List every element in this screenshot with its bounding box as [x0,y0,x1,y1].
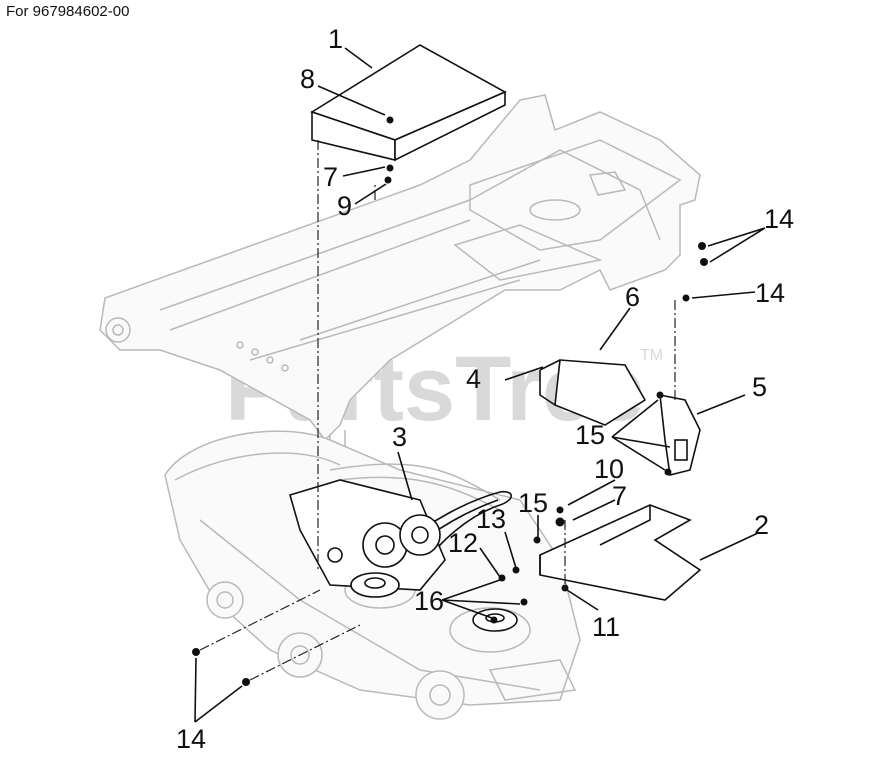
callout-7b: 7 [612,481,627,511]
callout-8: 8 [300,64,315,94]
callout-9: 9 [337,191,352,221]
callout-12: 12 [448,528,478,558]
callout-4: 4 [466,364,481,394]
callout-10: 10 [594,454,624,484]
callout-14c: 14 [176,724,206,754]
callout-15b: 15 [518,488,548,518]
callout-11: 11 [592,612,620,642]
callout-16: 16 [414,586,444,616]
callout-15a: 15 [575,420,605,450]
belt [394,490,513,571]
assembly-lines [199,140,676,681]
part-3-bracket [289,479,446,591]
callout-7a: 7 [323,162,338,192]
part-6-shield [539,359,647,426]
callout-labels: 1 8 7 9 14 14 6 5 4 15 3 10 7 15 13 2 12… [176,24,794,754]
callout-6: 6 [625,282,640,312]
callout-1: 1 [328,24,343,54]
tractor-frame [99,94,701,480]
callout-3: 3 [392,422,407,452]
part-5-bracket [659,394,701,476]
callout-13: 13 [476,504,506,534]
diagram-title: For 967984602-00 [6,3,130,20]
part-1-cover [310,44,507,162]
callout-2: 2 [754,510,769,540]
part-2-channel [539,504,702,601]
watermark-tm: TM [640,347,663,364]
callout-5: 5 [752,372,767,402]
callout-14a: 14 [764,204,794,234]
callout-14b: 14 [755,278,785,308]
leader-lines [194,47,766,723]
